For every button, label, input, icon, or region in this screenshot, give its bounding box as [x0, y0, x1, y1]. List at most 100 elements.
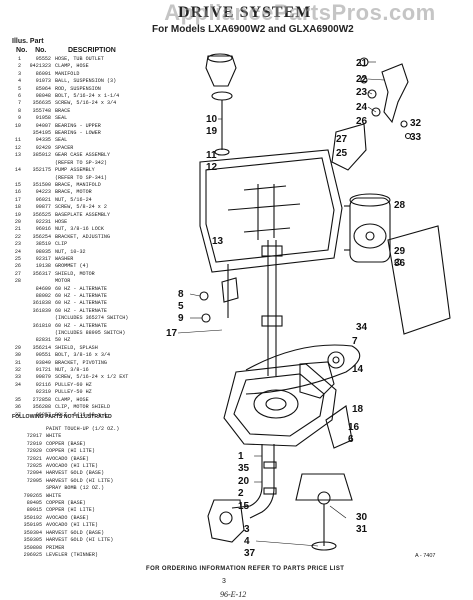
part-number: 361838 [32, 300, 51, 307]
part-description: HOSE, TUB OUTLET [55, 56, 104, 62]
part-description: AVOCADO (HI LITE) [46, 463, 98, 470]
callout-27: 27 [336, 134, 348, 145]
part-description: PUMP ASSEMBLY [55, 167, 95, 174]
part-number: 90879 [35, 374, 51, 381]
part-description: SHIELD, SPLASH [55, 344, 98, 351]
part-number: 96857 [35, 411, 51, 418]
callout-37: 37 [244, 548, 256, 559]
part-number: 92429 [35, 144, 51, 151]
part-description: PAINT TOUCH-UP (1/2 OZ.) [46, 426, 120, 432]
part-description: (INCLUDES 365274 SWITCH) [55, 315, 129, 322]
manifold-part [207, 499, 245, 543]
callout-1: 1 [238, 451, 244, 462]
part-description: BOLT, 5/16-24 x 1-1/4 [55, 93, 120, 100]
illus-number: 8 [17, 107, 21, 114]
page-number: 3 [222, 578, 226, 585]
part-description: BASEPLATE ASSEMBLY [55, 211, 111, 218]
parts-row: 84609 60 HZ - ALTERNATE [12, 286, 158, 293]
part-number: 72094 [26, 470, 42, 477]
parts-row: (INCLUDES 88995 SWITCH) [12, 330, 158, 337]
illus-number: 21 [14, 226, 21, 233]
part-number: 92231 [35, 218, 51, 225]
part-description: COPPER (HI LITE) [46, 507, 95, 514]
callout-12: 12 [206, 162, 218, 173]
part-number: 93849 [35, 359, 51, 366]
handwritten-note: 96-E-12 [220, 590, 247, 599]
callout-13: 13 [212, 236, 224, 247]
part-description: HARVEST GOLD (BASE) [46, 529, 105, 536]
part-description: PULLEY-50 HZ [55, 389, 92, 396]
illus-number: 20 [14, 218, 21, 225]
part-number: 72019 [26, 440, 42, 447]
callout-25: 25 [336, 148, 348, 159]
part-number: 92317 [35, 255, 51, 262]
illus-number: 13 [14, 152, 21, 159]
illus-number: 9 [17, 115, 21, 122]
part-number: 350305 [23, 537, 42, 544]
parts-row: (REFER TO SP-341) [12, 175, 158, 182]
illus-number: 16 [14, 189, 21, 196]
part-number: 92319 [35, 389, 51, 396]
callout-18: 18 [352, 404, 364, 415]
callout-14: 14 [352, 364, 364, 375]
callout-2: 2 [238, 488, 244, 499]
part-description: SEAL [55, 137, 68, 144]
part-number: 90551 [35, 352, 51, 359]
part-number: 89405 [26, 500, 42, 507]
lower-hose-part [231, 444, 263, 509]
part-number: 356254 [32, 233, 51, 240]
part-description: BEARING - UPPER [55, 122, 101, 129]
part-description: WHITE [46, 433, 62, 440]
callout-11: 11 [206, 150, 217, 161]
illus-number: 23 [14, 241, 21, 248]
part-number: 84609 [35, 285, 51, 292]
part-description: SPACER [55, 144, 74, 151]
part-number: 89915 [26, 507, 42, 514]
part-description: SCREW, 5/8-24 x 2 [55, 204, 107, 211]
part-number: 94223 [35, 189, 51, 196]
part-description: CLIP, MOTOR SHIELD [55, 404, 111, 411]
part-number: 356525 [32, 211, 51, 218]
part-number: 206925 [23, 551, 42, 558]
part-description: ROD, SUSPENSION [55, 85, 101, 92]
part-number: 85064 [35, 85, 51, 92]
illus-number: 35 [14, 396, 21, 403]
part-number: 98035 [35, 248, 51, 255]
callout-19: 19 [206, 126, 218, 137]
not-illustrated-header: FOLLOWING PARTS NOT ILLUSTRATED [12, 414, 112, 420]
part-description: NUT, 3/8-16 LOCK [55, 226, 104, 233]
part-description: 60 HZ - ALTERNATE [55, 307, 107, 314]
part-number: 88002 [35, 293, 51, 299]
callout-9: 9 [178, 313, 184, 324]
part-number: 350808 [23, 544, 42, 551]
part-description: BRACKET, PIVOTING [55, 359, 107, 366]
part-description: NUT, 3/8-16 [55, 367, 89, 374]
part-description: 60 HZ - ALTERNATE [55, 285, 107, 292]
part-number: 94007 [35, 122, 51, 129]
part-description: HOSE [55, 218, 68, 225]
splash-shield-part [387, 225, 451, 335]
